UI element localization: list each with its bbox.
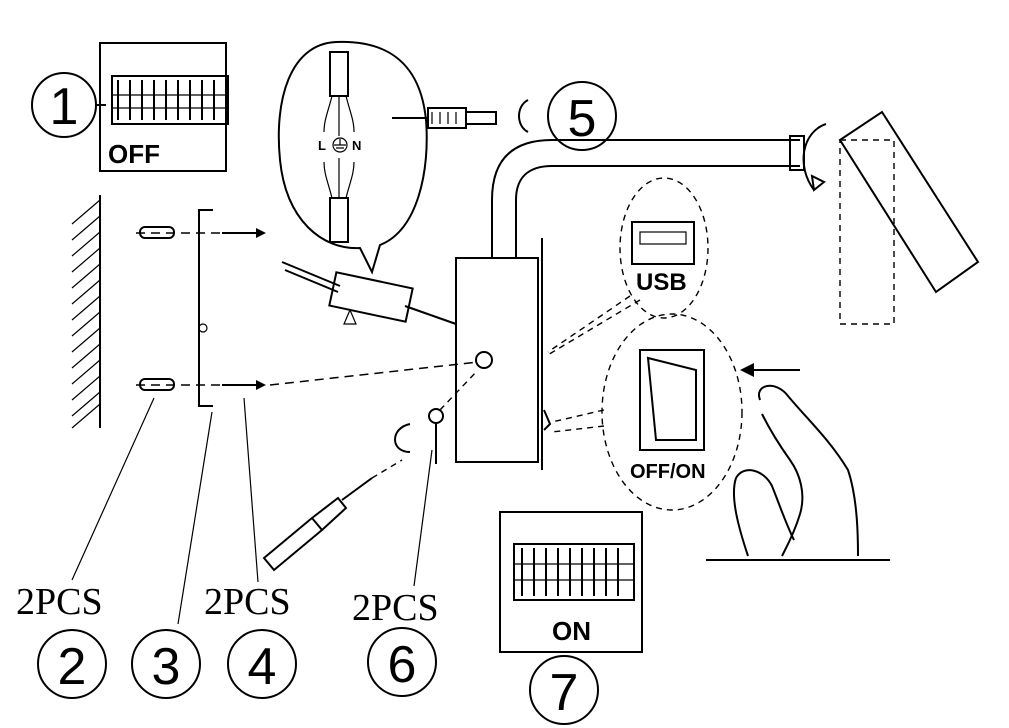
- press-arrow-icon: [740, 363, 800, 377]
- step-6-marker: 6: [367, 627, 437, 697]
- mounting-bracket: [198, 209, 213, 407]
- terminal-strip-closed-icon: [513, 543, 635, 601]
- step-7-marker: 7: [529, 655, 599, 725]
- svg-text:6: 6: [388, 636, 417, 694]
- quantity-label-step-6: 2PCS: [352, 587, 439, 629]
- lamp-arm: [491, 135, 805, 258]
- step-3-marker: 3: [131, 629, 201, 699]
- usb-label: USB: [636, 269, 687, 296]
- terminal-block-off-panel: OFF: [99, 42, 229, 172]
- svg-text:4: 4: [248, 638, 277, 696]
- rotate-head-arrow-icon: [802, 123, 827, 192]
- step-1-marker: 1: [31, 72, 106, 138]
- hand-pressing-icon: [706, 385, 890, 561]
- svg-text:7: 7: [550, 664, 579, 722]
- wire-connector-box: [281, 261, 457, 325]
- wiring-callout-bubble: L N: [277, 40, 428, 275]
- wire-label-live: L: [318, 138, 326, 153]
- lamp-head: [838, 110, 980, 325]
- rocker-switch-icon: [639, 349, 705, 451]
- off-on-label: OFF/ON: [630, 461, 706, 483]
- screwdriver-icon: [262, 459, 403, 572]
- lamp-base-plate: [455, 238, 552, 470]
- rotate-screw-arrow-icon: [394, 423, 411, 453]
- on-label: ON: [552, 616, 591, 646]
- quantity-label-step-2: 2PCS: [16, 581, 103, 623]
- svg-text:3: 3: [152, 638, 181, 696]
- svg-text:1: 1: [50, 78, 79, 136]
- earth-ground-icon: [332, 137, 348, 153]
- set-screw-icon: [428, 369, 479, 464]
- terminal-block-on-panel: ON: [499, 511, 643, 653]
- off-label: OFF: [108, 139, 160, 169]
- usb-port-icon: [631, 221, 695, 265]
- terminal-strip-icon: [111, 75, 229, 125]
- svg-text:5: 5: [568, 90, 597, 148]
- wall-hatching: [71, 195, 101, 429]
- quantity-label-step-4: 2PCS: [204, 581, 291, 623]
- step-2-marker: 2: [37, 629, 107, 699]
- step-4-marker: 4: [227, 629, 297, 699]
- svg-text:2: 2: [58, 638, 87, 696]
- usb-callout: USB: [545, 177, 709, 357]
- screw-top: [222, 228, 266, 238]
- wire-label-neutral: N: [352, 138, 361, 153]
- rotate-arrow-icon: [518, 99, 529, 133]
- screw-bottom: [222, 380, 266, 390]
- step-5-marker: 5: [547, 81, 617, 151]
- switch-callout: OFF/ON: [551, 313, 743, 511]
- step-5-connector-screwdriver: [392, 107, 497, 129]
